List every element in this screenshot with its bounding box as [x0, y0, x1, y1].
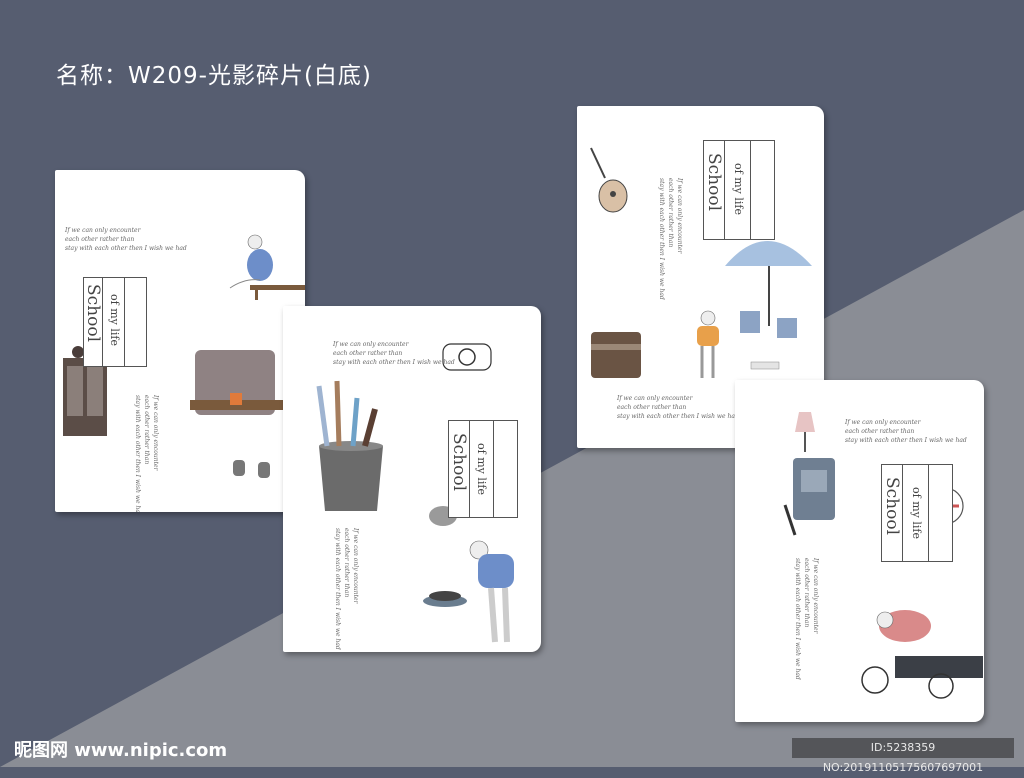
armchair — [195, 350, 275, 415]
bear-sweater — [247, 249, 273, 281]
notebook-cover-4: School of my life If we can only encount… — [735, 380, 984, 722]
notebook-cover-1: School of my life If we can only encount… — [55, 170, 305, 512]
school-label-box: School of my life — [448, 420, 518, 518]
notebook-cover-3: School of my life If we can only encount… — [577, 106, 824, 448]
trunk — [591, 332, 641, 378]
label-of-my-life: of my life — [732, 163, 745, 215]
label-school: School — [83, 284, 103, 343]
bicycle-cart — [895, 656, 983, 678]
notebook-cover-2: School of my life If we can only encount… — [283, 306, 541, 652]
cover-illustrations — [783, 412, 983, 699]
umbrella — [725, 241, 812, 266]
cover-illustrations — [63, 234, 305, 478]
school-label-box: School of my life — [881, 464, 953, 562]
bicycle-wheel — [861, 666, 889, 694]
label-of-my-life: of my life — [910, 487, 923, 539]
label-of-my-life: of my life — [475, 443, 488, 495]
camera — [442, 343, 492, 371]
label-school: School — [449, 433, 469, 492]
label-school: School — [704, 153, 724, 212]
label-of-my-life: of my life — [108, 294, 121, 346]
cover-illustrations — [590, 147, 812, 378]
utensil-bucket — [319, 446, 383, 511]
school-label-box: School of my life — [703, 140, 775, 240]
watermark-id: ID:5238359 NO:20191105175607697001 — [792, 738, 1014, 774]
bear-shirt — [697, 326, 719, 346]
label-school: School — [882, 477, 902, 536]
cover-illustrations — [316, 343, 514, 643]
page-title: 名称：W209-光影碎片(白底) — [56, 63, 372, 89]
watermark-logo: 昵图网 www.nipic.com — [14, 740, 228, 761]
school-label-box: School of my life — [83, 277, 147, 367]
bear-sweater — [478, 554, 514, 588]
lamp — [795, 412, 815, 432]
